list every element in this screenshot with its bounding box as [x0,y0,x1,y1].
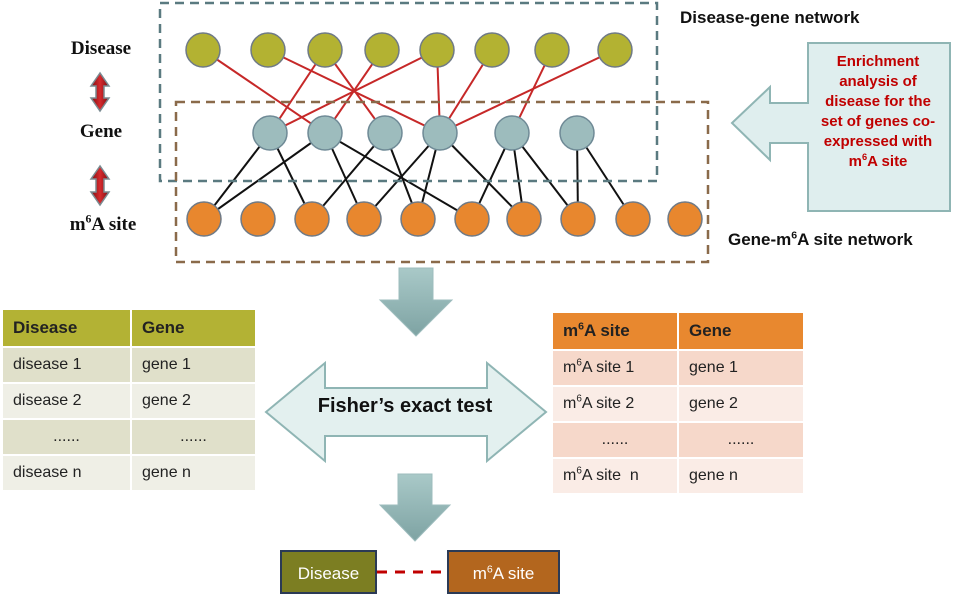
enrichment-analysis-text: Enrichment analysis of disease for the s… [820,53,936,170]
gene-cell: gene 1 [130,346,255,382]
m6a-site-cell: m6A site 2 [553,385,677,421]
m6a-site-cell: m6A site 1 [553,349,677,385]
ellipsis-cell: ...... [553,421,677,457]
disease-gene-updown-arrow [89,71,111,113]
table-row: m6A site n gene n [553,457,803,493]
gene-site-edge [311,132,386,220]
table-header-row: m6A site Gene [553,313,803,349]
disease-node [419,32,455,68]
disease-gene-network-box [158,1,659,183]
disease-node [534,32,570,68]
down-arrow-to-result [378,473,452,542]
ellipsis-cell: ...... [3,418,130,454]
header-disease: Disease [3,310,130,346]
m6a-site-node [667,201,703,237]
gene-site-edge [511,132,579,220]
table-row: disease n gene n [3,454,255,490]
gene-node [422,115,458,151]
m6a-site-node [560,201,596,237]
disease-gene-edge [269,49,438,134]
disease-gene-edge [202,49,326,134]
m6a-gene-table: m6A site Gene m6A site 1 gene 1 m6A site… [553,313,803,493]
gene-node [367,115,403,151]
header-gene: Gene [130,310,255,346]
gene-cell: gene 2 [130,382,255,418]
enrichment-arrow [730,42,951,212]
gene-node [559,115,595,151]
table-header-row: Disease Gene [3,310,255,346]
network-boxes [158,1,710,264]
down-arrow-to-tables [378,267,454,337]
ellipsis-cell: ...... [677,421,803,457]
m6a-site-node [186,201,222,237]
fisher-exact-test-label: Fisher’s exact test [317,395,493,417]
m6a-site-node [400,201,436,237]
table-row: ...... ...... [3,418,255,454]
table-row: m6A site 1 gene 1 [553,349,803,385]
gene-site-edge [203,132,271,220]
disease-gene-network-title: Disease-gene network [680,8,860,27]
gene-cell: gene n [677,457,803,493]
disease-gene-edge [439,49,616,134]
ellipsis-cell: ...... [130,418,255,454]
disease-node [364,32,400,68]
gene-m6a-network-title: Gene-m6A site network [728,229,913,249]
gene-cell: gene 1 [677,349,803,385]
m6a-site-node [506,201,542,237]
disease-node [250,32,286,68]
disease-cell: disease 2 [3,382,130,418]
m6a-site-node [346,201,382,237]
result-disease-box: Disease [280,550,377,594]
header-m6a-site: m6A site [553,313,677,349]
gene-site-edge [439,132,525,220]
disease-gene-table: Disease Gene disease 1 gene 1 disease 2 … [3,310,255,490]
gene-cell: gene 2 [677,385,803,421]
disease-cell: disease n [3,454,130,490]
row-label-m6a-site: m6A site [69,212,137,235]
m6a-site-node [294,201,330,237]
gene-site-edge [203,132,326,220]
table-row: disease 2 gene 2 [3,382,255,418]
disease-node [307,32,343,68]
table-row: ...... ...... [553,421,803,457]
m6a-site-node [454,201,490,237]
row-label-disease: Disease [70,38,132,59]
m6a-site-node [615,201,651,237]
gene-node [494,115,530,151]
disease-node [474,32,510,68]
m6a-site-node [240,201,276,237]
header-gene: Gene [677,313,803,349]
gene-node [307,115,343,151]
gene-site-edge [324,132,473,220]
disease-node [597,32,633,68]
nodes-layer [185,32,703,237]
gene-cell: gene n [130,454,255,490]
disease-node [185,32,221,68]
row-label-gene: Gene [79,121,123,142]
table-row: disease 1 gene 1 [3,346,255,382]
gene-site-edge [363,132,441,220]
table-row: m6A site 2 gene 2 [553,385,803,421]
fisher-double-arrow [264,360,548,464]
disease-cell: disease 1 [3,346,130,382]
m6a-site-cell: m6A site n [553,457,677,493]
result-m6a-site-box: m6A site [447,550,560,594]
gene-m6a-updown-arrow [89,164,111,207]
gene-node [252,115,288,151]
